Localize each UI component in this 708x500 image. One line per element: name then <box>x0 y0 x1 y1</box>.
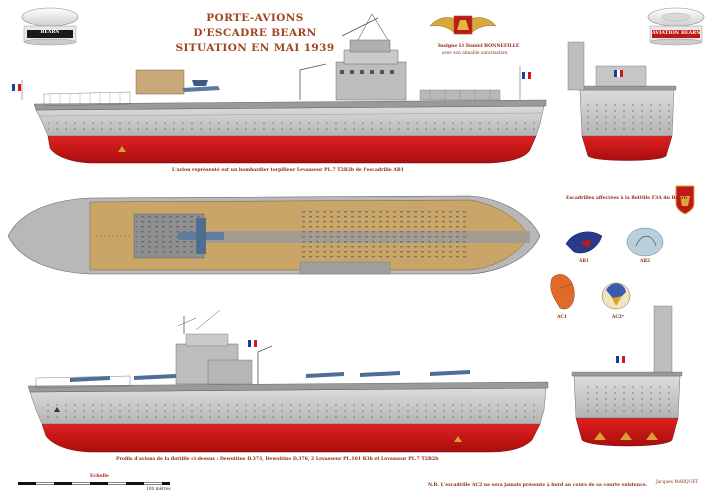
scale-bar <box>18 482 170 485</box>
insignia-ab2: AB2 <box>626 227 664 264</box>
caption-profile-bottom: Profils d'avions de la flottille ci-dess… <box>116 457 439 462</box>
ship-bow-view-top <box>567 41 677 161</box>
ab1-label: AB1 <box>578 259 589 264</box>
ship-plan-view <box>7 195 541 275</box>
f3a-badge <box>675 185 695 215</box>
title-line-2: D'ESCADRE BEARN <box>193 27 317 39</box>
ship-profile-bottom <box>27 309 549 453</box>
insignia-ab1: AB1 <box>565 231 603 264</box>
author-signature: Jacques MARQUET <box>656 480 699 485</box>
badge-left-text: BEARN <box>40 30 60 35</box>
scale-label: Echelle <box>90 474 109 479</box>
ship-profile-top <box>12 13 547 164</box>
squadron-insignia: AB1 AB2 AC1 AC2* <box>550 185 695 320</box>
dedication-line-2: avec son aimable autorisation <box>442 51 508 56</box>
insignia-ac1: AC1 <box>550 274 575 320</box>
scale-value: 100 mètres <box>146 487 171 492</box>
ac2-label: AC2* <box>611 315 625 320</box>
caption-profile-top: L'avion représenté est un bombardier tor… <box>172 168 404 173</box>
ship-stern-view-bottom <box>571 305 683 447</box>
note-text: N.B. L'escadrille AC2 ne sera jamais pré… <box>428 483 648 488</box>
insignia-ac2: AC2* <box>601 282 631 320</box>
title-line-3: SITUATION EN MAI 1939 <box>175 42 335 54</box>
winged-emblem <box>429 15 497 35</box>
ac1-label: AC1 <box>556 315 567 320</box>
caption-squadrons: Escadrilles affectées à la flottille F3A… <box>566 196 688 201</box>
title-line-1: PORTE-AVIONS <box>206 12 304 24</box>
badge-right-text: AVIATION BEARN <box>652 30 701 36</box>
badge-left <box>21 7 79 46</box>
ab2-label: AB2 <box>639 259 650 264</box>
dedication-line-1: Insigne Lt Daniel BONNEFILLE <box>438 44 520 49</box>
badge-right <box>647 7 705 46</box>
